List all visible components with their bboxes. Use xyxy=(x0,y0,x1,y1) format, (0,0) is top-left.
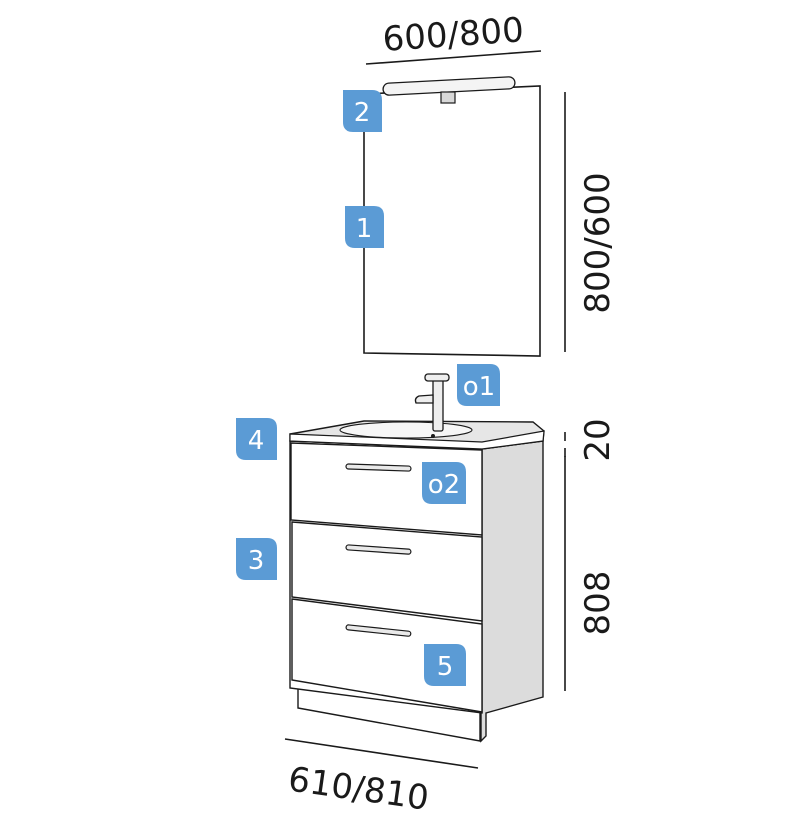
cabinet xyxy=(289,440,544,743)
badge-light: 2 xyxy=(343,90,382,132)
badge-basin: 4 xyxy=(236,418,277,460)
badge-drawer-shape xyxy=(424,644,466,686)
badge-light-shape xyxy=(343,90,382,132)
drawer-handle-bottom xyxy=(345,624,412,637)
basin xyxy=(289,420,545,450)
badge-handle-option-shape xyxy=(422,462,466,504)
basin-bowl xyxy=(339,421,473,439)
light-fixture xyxy=(382,76,516,104)
mirror-panel xyxy=(363,85,541,357)
mirror-height-label: 800/600 xyxy=(578,172,618,313)
tap xyxy=(414,373,450,432)
mirror-width-line xyxy=(365,50,542,65)
cabinet-width-line xyxy=(284,738,479,769)
tap-spout xyxy=(414,394,434,404)
mirror-width-label: 600/800 xyxy=(381,10,525,60)
tap-lever xyxy=(424,373,450,382)
badge-basin-shape xyxy=(236,418,277,460)
drawer-middle xyxy=(291,521,483,622)
badge-basin-label: 4 xyxy=(248,426,265,456)
mirror xyxy=(363,85,541,357)
basin-front-edge xyxy=(289,430,545,450)
badge-mirror: 1 xyxy=(345,206,384,248)
badge-handle-option: o2 xyxy=(422,462,466,504)
badge-cabinet-shape xyxy=(236,538,277,580)
badge-cabinet: 3 xyxy=(236,538,277,580)
drawer-handle-top xyxy=(345,463,412,472)
tap-body xyxy=(432,374,444,432)
badge-drawer: 5 xyxy=(424,644,466,686)
badge-light-label: 2 xyxy=(354,98,371,128)
badge-drawer-label: 5 xyxy=(437,652,454,682)
badge-handle-option-label: o2 xyxy=(428,470,460,500)
drawer-handle-middle xyxy=(345,544,412,555)
badges: 1 2 4 3 5 o1 o2 xyxy=(236,90,500,686)
badge-tap-option-shape xyxy=(457,364,500,406)
badge-cabinet-label: 3 xyxy=(248,546,265,576)
badge-mirror-shape xyxy=(345,206,384,248)
cabinet-height-label: 808 xyxy=(578,571,618,636)
cabinet-width-label: 610/810 xyxy=(286,759,431,818)
basin-drain xyxy=(431,434,435,438)
dimension-lines xyxy=(284,50,566,769)
badge-tap-option-label: o1 xyxy=(463,372,495,402)
light-bracket xyxy=(440,91,456,104)
top-thickness-label: 20 xyxy=(578,418,618,461)
badge-tap-option: o1 xyxy=(457,364,500,406)
cabinet-side-panel xyxy=(480,440,544,743)
badge-mirror-label: 1 xyxy=(356,214,373,244)
